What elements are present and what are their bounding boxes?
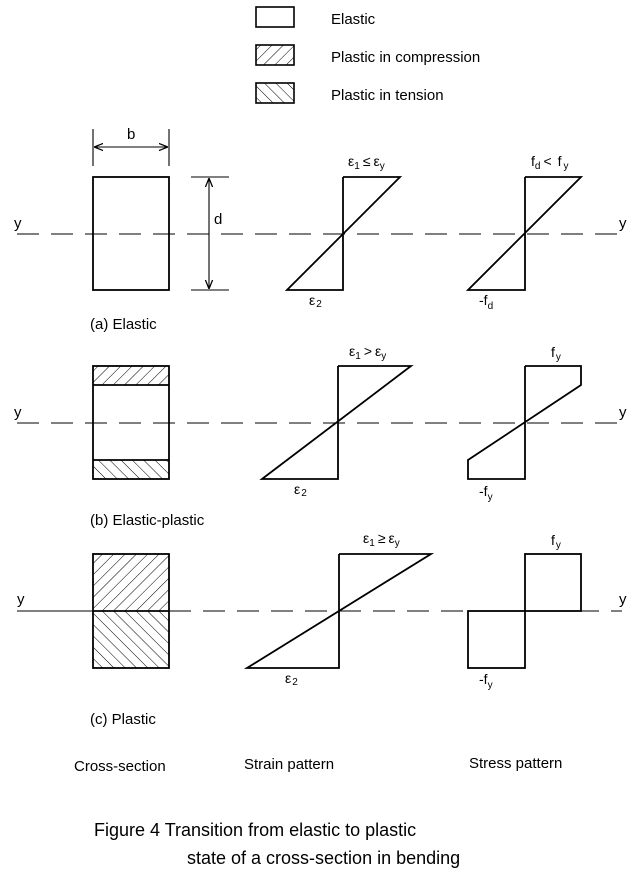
legend-label-plastic-tension: Plastic in tension [331,87,444,104]
stress-pattern-a [465,176,584,291]
column-heading-stress: Stress pattern [469,755,562,772]
strain-pattern-b [259,365,414,480]
strain-pattern-c [243,553,435,669]
cross-section-b-compression-zone [93,366,169,385]
stress-b-top-label: fy [551,344,561,363]
legend-swatch-plastic-tension [255,82,295,104]
axis-label-right-b: y [619,404,627,421]
legend: Elastic Plastic in compression Plastic i… [255,6,480,104]
axis-label-left-c: y [17,591,25,608]
column-headings: Cross-section Strain pattern Stress patt… [74,755,562,775]
strain-a-top-label: ε1≤εy [348,153,385,172]
stress-pattern-c-top-block [524,553,582,612]
column-heading-cross-section: Cross-section [74,758,166,775]
strain-b-top-label: ε1>εy [349,343,386,362]
axis-label-left-a: y [14,215,22,232]
row-b-elastic-plastic: y y ε1>εy ε2 fy -fy (b) Elastic-plastic [14,343,627,529]
dim-d-label: d [214,211,222,228]
dim-b-label: b [127,126,135,143]
strain-b-bottom-label: ε2 [294,481,307,499]
caption-line-2: state of a cross-section in bending [187,848,460,868]
stress-pattern-c-bottom-block [467,610,526,669]
strain-a-bottom-label: ε2 [309,292,322,310]
figure-caption: Figure 4 Transition from elastic to plas… [94,820,460,868]
axis-label-left-b: y [14,404,22,421]
cross-section-a [92,176,170,291]
legend-label-elastic: Elastic [331,11,376,28]
strain-c-bottom-label: ε2 [285,670,298,688]
strain-c-top-label: ε1≥εy [363,530,400,549]
legend-swatch-plastic-compression [255,44,295,66]
axis-label-right-c: y [619,591,627,608]
stress-c-top-label: fy [551,532,561,551]
row-label-b: (b) Elastic-plastic [90,512,205,529]
column-heading-strain: Strain pattern [244,756,334,773]
cross-section-c-compression-zone [93,554,169,611]
legend-label-plastic-compression: Plastic in compression [331,49,480,66]
stress-c-bottom-label: -fy [479,671,493,691]
caption-line-1: Figure 4 Transition from elastic to plas… [94,820,416,840]
row-label-c: (c) Plastic [90,711,156,728]
cross-section-b-tension-zone [93,460,169,479]
stress-pattern-b [467,365,582,480]
row-c-plastic: y y ε1≥εy ε2 fy -fy (c) Plastic [17,530,627,728]
stress-b-bottom-label: -fy [479,483,493,503]
axis-label-right-a: y [619,215,627,232]
cross-section-c-tension-zone [93,611,169,668]
row-label-a: (a) Elastic [90,316,157,333]
legend-swatch-elastic [255,6,295,28]
stress-a-bottom-label: -fd [479,292,493,312]
strain-pattern-a [284,176,403,291]
cross-section-b [92,365,170,480]
